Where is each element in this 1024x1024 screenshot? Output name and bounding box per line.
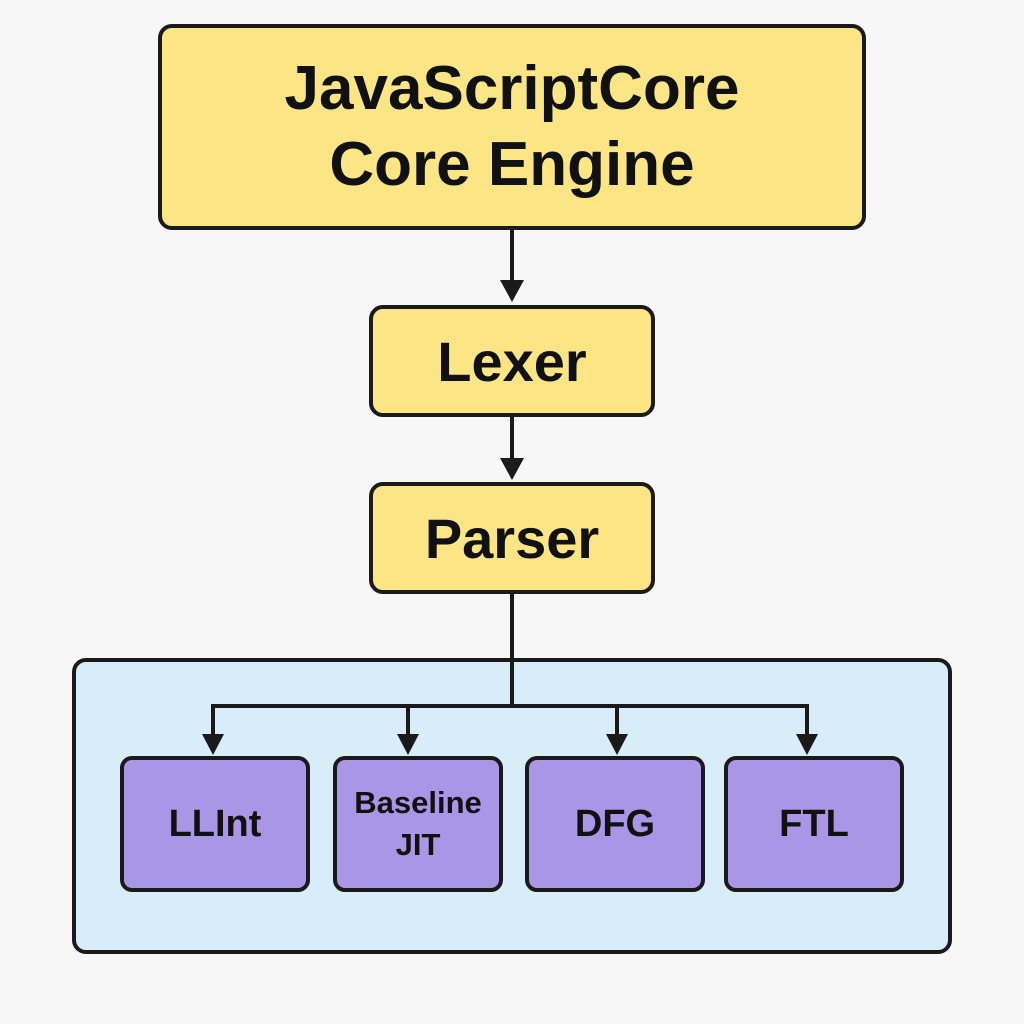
lexer-box: Lexer [369, 305, 655, 417]
ftl-box: FTL [724, 756, 904, 892]
lexer-label: Lexer [437, 329, 587, 393]
arrowhead-parser [500, 458, 524, 480]
baseline-jit-label-line1: Baseline [354, 785, 482, 821]
llint-label: LLInt [168, 802, 262, 845]
ftl-label: FTL [779, 802, 849, 845]
core-engine-box: JavaScriptCore Core Engine [158, 24, 866, 230]
parser-label: Parser [424, 506, 600, 570]
core-engine-title-line2: Core Engine [329, 130, 695, 199]
parser-box: Parser [369, 482, 655, 594]
core-engine-title-line1: JavaScriptCore [284, 54, 740, 124]
llint-box: LLInt [120, 756, 310, 892]
arrowhead-lexer [500, 280, 524, 302]
baseline-jit-label-line2: JIT [395, 827, 441, 862]
dfg-box: DFG [525, 756, 705, 892]
dfg-label: DFG [574, 802, 656, 845]
baseline-jit-box: Baseline JIT [333, 756, 503, 892]
